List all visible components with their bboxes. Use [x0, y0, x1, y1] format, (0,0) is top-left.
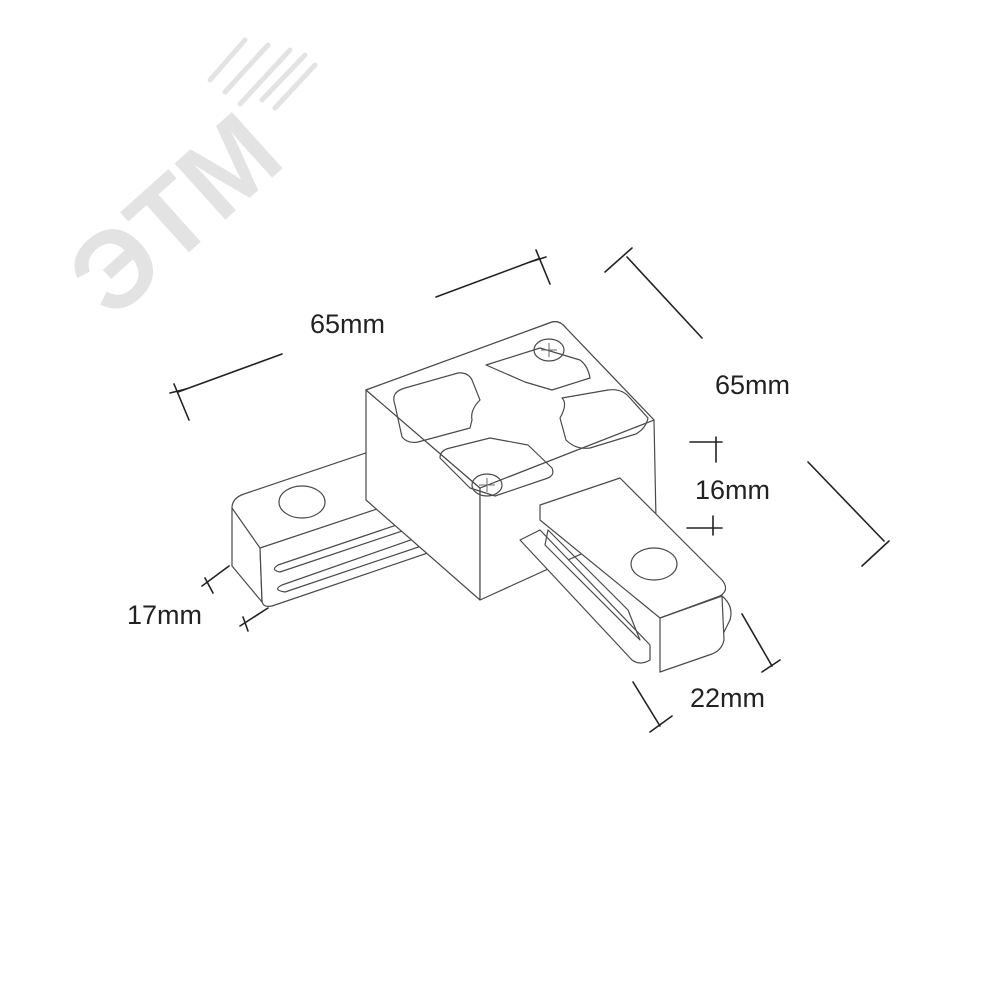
mount-hole-left	[278, 485, 326, 519]
mount-hole-right	[630, 547, 678, 581]
pocket-4	[439, 437, 554, 497]
dimension-label-left-width: 17mm	[127, 600, 202, 630]
right-arm	[519, 477, 732, 673]
connector-drawing	[231, 321, 732, 673]
dimension-height: 16mm	[686, 436, 770, 536]
dimension-left-width: 17mm	[127, 565, 269, 632]
dimension-label-height: 16mm	[695, 475, 770, 505]
dimension-label-top-length: 65mm	[310, 309, 385, 339]
dimension-right-width: 22mm	[632, 613, 781, 733]
dimension-label-right-length: 65mm	[715, 370, 790, 400]
pocket-3	[559, 389, 649, 449]
dimension-label-right-width: 22mm	[690, 683, 765, 713]
screw-icon	[471, 473, 503, 497]
pocket-2	[485, 347, 591, 391]
pocket-1	[393, 372, 481, 444]
screw-icon	[533, 338, 565, 362]
dimension-right-length: 65mm	[604, 247, 890, 567]
watermark-text: ЭТМ	[46, 90, 304, 340]
watermark-stripes	[207, 37, 318, 111]
dimension-top-length: 65mm	[169, 249, 551, 421]
watermark-logo: ЭТМ	[46, 90, 304, 340]
